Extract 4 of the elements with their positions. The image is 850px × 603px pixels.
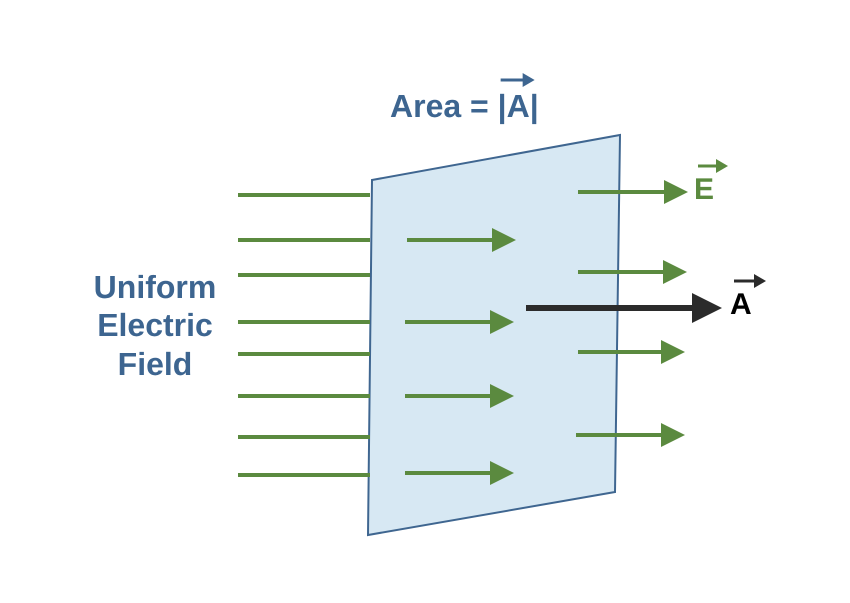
area-label: Area = |A| — [390, 87, 539, 126]
field-vector-label: E — [694, 172, 714, 208]
field-title: Uniform Electric Field — [92, 268, 218, 384]
area-vector-label: A — [730, 287, 752, 323]
